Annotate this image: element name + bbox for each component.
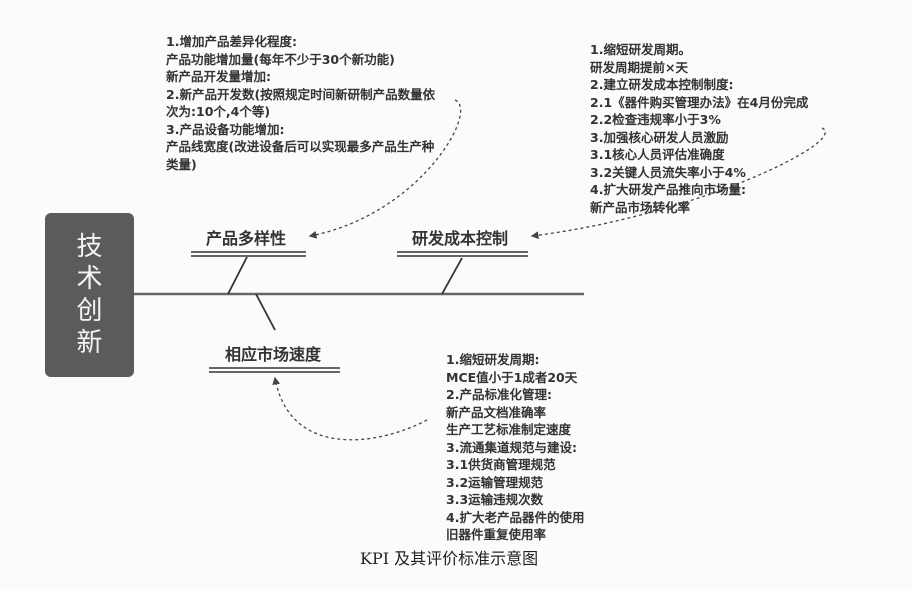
branch-label-rd-cost-control: 研发成本控制 [412, 229, 509, 248]
note-line: 2.2检查违规率小于3% [590, 112, 721, 127]
bone-product-diversity [227, 256, 248, 295]
note-line: 3.3运输违规次数 [446, 492, 544, 507]
note-line: 2.1《器件购买管理办法》在4月份完成 [590, 94, 809, 110]
note-line: 新产品文档准确率 [446, 404, 547, 420]
note-line: 3.1核心人员评估准确度 [590, 147, 725, 162]
note-line: 1.缩短研发周期: [446, 352, 540, 367]
note-line: 2.新产品开发数(按照规定时间新研制产品数量依 [166, 86, 436, 102]
note-line: 1.缩短研发周期。 [590, 42, 691, 57]
note-line: 生产工艺标准制定速度 [446, 422, 572, 437]
figure-caption: KPI 及其评价标准示意图 [360, 549, 539, 568]
note-line: 4.扩大老产品器件的使用 [446, 509, 585, 525]
note-line: 3.2运输管理规范 [446, 474, 544, 490]
note-line: 1.增加产品差异化程度: [166, 34, 297, 49]
notes-market-response-speed: 1.缩短研发周期: MCE值小于1成者20天 2.产品标准化管理: 新产品文档准… [446, 351, 584, 544]
note-line: 3.2关键人员流失率小于4% [590, 164, 746, 180]
head-char: 新 [76, 328, 103, 358]
note-line: 新产品市场转化率 [590, 199, 691, 215]
head-char: 技 [76, 232, 103, 262]
note-line: 3.加强核心研发人员激励 [590, 129, 729, 145]
head-char: 术 [76, 264, 103, 294]
note-line: 4.扩大研发产品推向市场量: [590, 182, 746, 197]
note-line: 新产品开发量增加: [166, 69, 271, 84]
note-line: 产品功能增加量(每年不少于30个新功能) [166, 51, 395, 67]
note-line: MCE值小于1成者20天 [446, 369, 578, 385]
note-line: 类量) [166, 156, 197, 172]
branch-label-product-diversity: 产品多样性 [206, 229, 287, 248]
note-line: 3.1供货商管理规范 [446, 457, 556, 472]
branch-underline [191, 251, 306, 257]
note-line: 2.产品标准化管理: [446, 387, 552, 402]
branch-underline [397, 251, 528, 257]
arrow-notes-to-product-diversity [308, 99, 462, 239]
bone-rd-cost [441, 257, 463, 295]
note-line: 次为:10个,4个等) [166, 104, 271, 119]
branch-label-market-response-speed: 相应市场速度 [225, 345, 322, 364]
branch-underline [209, 367, 340, 373]
notes-rd-cost-control: 1.缩短研发周期。 研发周期提前×天 2.建立研发成本控制制度: 2.1《器件购… [590, 41, 808, 216]
note-line: 2.建立研发成本控制制度: [590, 77, 734, 92]
note-line: 3.流通集道规范与建设: [446, 439, 577, 455]
arrow-notes-to-market-speed [272, 376, 428, 441]
note-line: 3.产品设备功能增加: [166, 121, 285, 137]
bone-market-speed [255, 293, 276, 331]
note-line: 旧器件重复使用率 [446, 527, 547, 542]
note-line: 产品线宽度(改进设备后可以实现最多产品生产种 [166, 139, 435, 154]
note-line: 研发周期提前×天 [590, 59, 688, 75]
notes-product-diversity: 1.增加产品差异化程度: 产品功能增加量(每年不少于30个新功能) 新产品开发量… [166, 33, 435, 173]
fishbone-head: 技 术 创 新 [45, 213, 134, 377]
head-char: 创 [76, 296, 103, 326]
